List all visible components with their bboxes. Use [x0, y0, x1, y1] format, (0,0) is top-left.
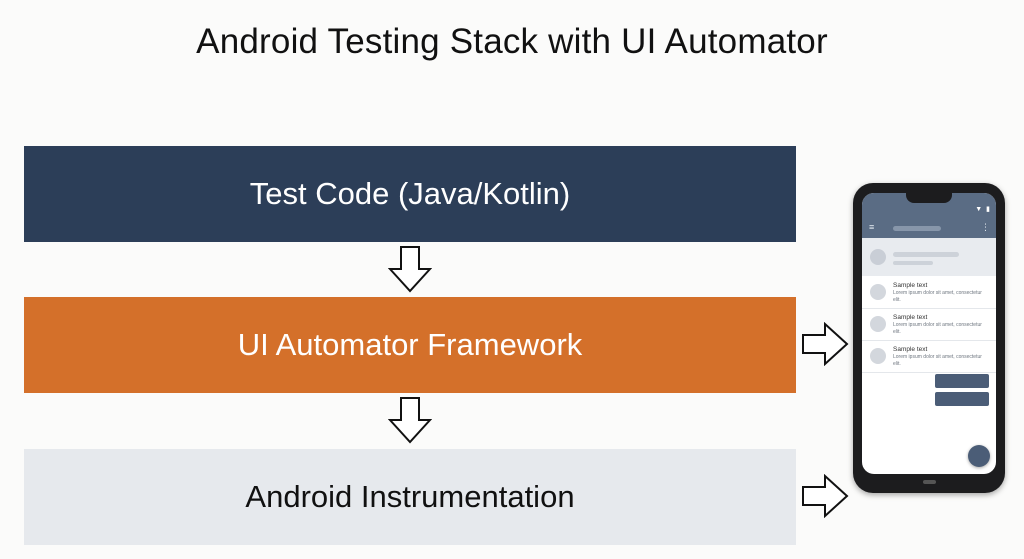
- layer-label: Test Code (Java/Kotlin): [249, 176, 571, 211]
- layer-ui-automator: UI Automator Framework: [24, 297, 796, 393]
- app-bar: ≡ ⋮: [862, 217, 996, 238]
- list-item-body: Lorem ipsum dolor sit amet, consectetur …: [893, 322, 982, 335]
- action-button: [935, 374, 989, 388]
- floating-action-button: [968, 445, 990, 467]
- list-item: Sample text Lorem ipsum dolor sit amet, …: [862, 309, 996, 341]
- layer-test-code: Test Code (Java/Kotlin): [24, 146, 796, 242]
- action-button: [935, 392, 989, 406]
- app-bar-title-placeholder: [893, 226, 941, 231]
- home-indicator: [923, 480, 936, 484]
- down-arrow-icon: [388, 396, 432, 444]
- smartphone-illustration: ▼ ▮ ≡ ⋮ Sample text Lorem ipsum dolor si…: [853, 183, 1005, 493]
- phone-notch: [906, 193, 952, 203]
- layer-label: UI Automator Framework: [237, 327, 583, 362]
- text-placeholder: [893, 252, 959, 257]
- list-item-title: Sample text: [893, 282, 928, 289]
- layer-label: Android Instrumentation: [245, 479, 575, 514]
- right-arrow-icon: [801, 322, 849, 366]
- diagram-title: Android Testing Stack with UI Automator: [196, 22, 828, 61]
- phone-screen: ▼ ▮ ≡ ⋮ Sample text Lorem ipsum dolor si…: [862, 193, 996, 474]
- list-item: Sample text Lorem ipsum dolor sit amet, …: [862, 341, 996, 373]
- right-arrow-icon: [801, 474, 849, 518]
- layer-instrumentation: Android Instrumentation: [24, 449, 796, 545]
- header-card: [862, 238, 996, 276]
- avatar: [870, 284, 886, 300]
- avatar: [870, 249, 886, 265]
- list-item-title: Sample text: [893, 346, 928, 353]
- list-item: Sample text Lorem ipsum dolor sit amet, …: [862, 277, 996, 309]
- signal-battery-icon: ▼ ▮: [975, 206, 991, 213]
- avatar: [870, 348, 886, 364]
- avatar: [870, 316, 886, 332]
- menu-icon: ≡: [869, 222, 875, 232]
- list-item-body: Lorem ipsum dolor sit amet, consectetur …: [893, 290, 982, 303]
- more-vert-icon: ⋮: [981, 222, 990, 232]
- down-arrow-icon: [388, 245, 432, 293]
- list-item-title: Sample text: [893, 314, 928, 321]
- list-item-body: Lorem ipsum dolor sit amet, consectetur …: [893, 354, 982, 367]
- text-placeholder: [893, 261, 933, 265]
